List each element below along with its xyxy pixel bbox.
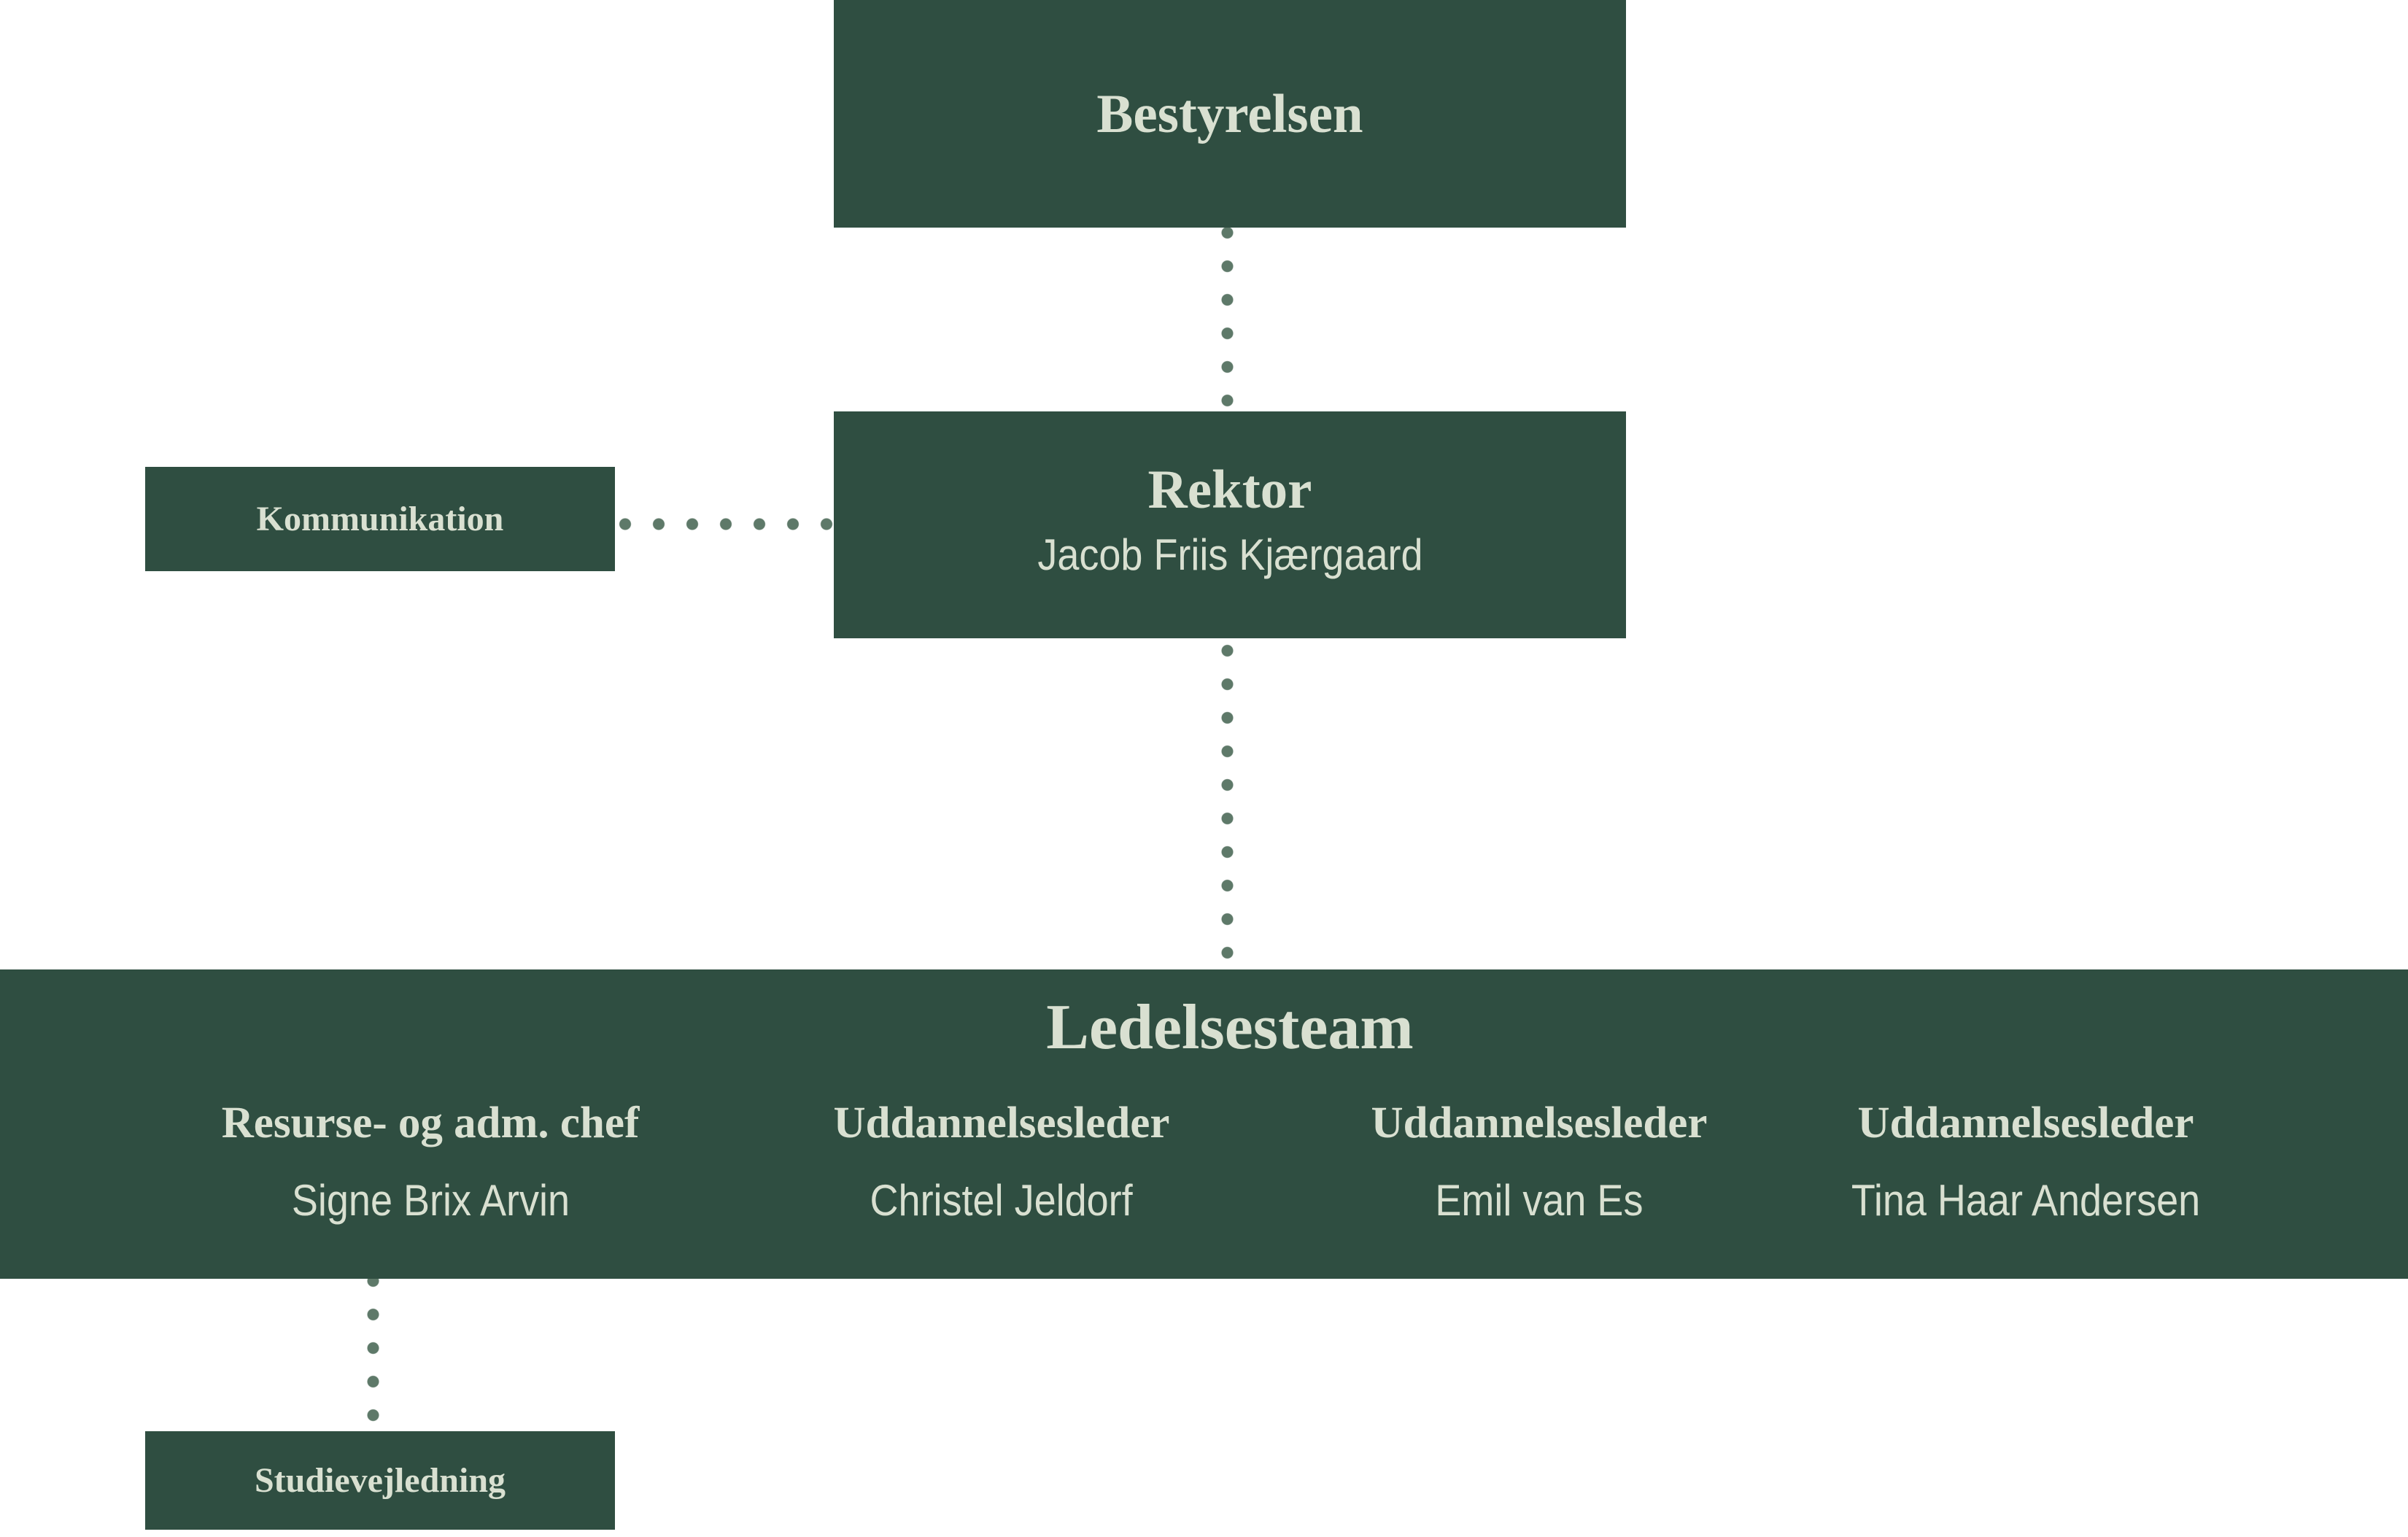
ledelsesteam-title: Ledelsesteam (1046, 992, 1414, 1063)
member-name: Tina Haar Andersen (1832, 1177, 2219, 1224)
rektor-name: Jacob Friis Kjærgaard (1037, 530, 1423, 579)
ledelsesteam-member-2: Uddannelsesleder Christel Jeldorf (834, 1098, 1170, 1224)
ledelsesteam-member-1: Resurse- og adm. chef Signe Brix Arvin (222, 1098, 640, 1224)
rektor-title: Rektor (1147, 460, 1312, 520)
member-name-text: Tina Haar Andersen (1851, 1176, 2201, 1225)
member-name: Signe Brix Arvin (222, 1177, 640, 1224)
dotted-connector-adm-studievejledning (367, 1279, 379, 1431)
org-node-kommunikation: Kommunikation (145, 467, 615, 571)
member-name: Christel Jeldorf (834, 1177, 1170, 1224)
org-node-bestyrelsen: Bestyrelsen (834, 0, 1626, 228)
member-role: Resurse- og adm. chef (221, 1099, 640, 1147)
member-role: Uddannelsesleder (833, 1099, 1170, 1147)
member-role: Uddannelsesleder (1857, 1099, 2194, 1147)
member-role: Uddannelsesleder (1371, 1099, 1708, 1147)
org-node-rektor: Rektor Jacob Friis Kjærgaard (834, 411, 1626, 638)
member-name: Emil van Es (1371, 1177, 1708, 1224)
ledelsesteam-member-3: Uddannelsesleder Emil van Es (1371, 1098, 1708, 1224)
dotted-connector-board-rector (1221, 228, 1234, 411)
dotted-connector-kommunikation-rector (616, 518, 834, 530)
kommunikation-label: Kommunikation (256, 499, 504, 538)
org-node-studievejledning: Studievejledning (145, 1431, 615, 1530)
member-name-text: Christel Jeldorf (870, 1176, 1134, 1225)
ledelsesteam-member-4: Uddannelsesleder Tina Haar Andersen (1832, 1098, 2219, 1224)
member-name-text: Signe Brix Arvin (291, 1176, 570, 1225)
org-node-ledelsesteam: Ledelsesteam Resurse- og adm. chef Signe… (0, 969, 2408, 1279)
dotted-connector-rector-ledelsesteam (1221, 638, 1234, 969)
member-name-text: Emil van Es (1435, 1176, 1644, 1225)
studievejledning-label: Studievejledning (254, 1460, 506, 1500)
bestyrelsen-label: Bestyrelsen (1096, 83, 1363, 144)
